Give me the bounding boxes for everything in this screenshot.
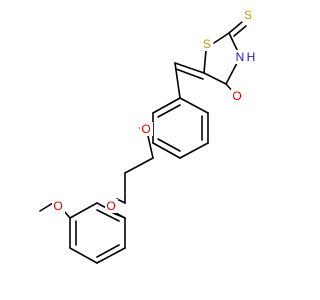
bond-ring-s-c2 bbox=[213, 32, 230, 44]
bond-benz-f bbox=[152, 97, 181, 114]
bond-benz2-f-inner bbox=[96, 209, 120, 222]
atom-amide-nh: N H bbox=[234, 50, 258, 64]
atom-ring-sulfur: S bbox=[200, 37, 213, 51]
bond-benz2-c bbox=[69, 247, 98, 264]
atom-aryl-ether-oxygen: O bbox=[140, 122, 153, 136]
amide-h-label: H bbox=[247, 50, 256, 64]
atom-carbonyl-oxygen: O bbox=[231, 89, 244, 103]
amide-n-label: N bbox=[236, 50, 245, 64]
bond-benz-c bbox=[179, 142, 209, 159]
atom-methoxy-oxygen: O bbox=[52, 199, 65, 213]
bond-ch2-a-ch2-b bbox=[124, 157, 154, 174]
carbonyl-oxygen-label: O bbox=[232, 89, 241, 103]
thione-sulfur-label: S bbox=[244, 8, 252, 22]
bond-benz-d-inner bbox=[157, 138, 181, 152]
bond-o-ch2-a bbox=[147, 135, 154, 159]
bond-c5-ring-s bbox=[203, 49, 207, 74]
bond-c4-c5 bbox=[203, 72, 227, 85]
propyl-ether-oxygen-label: O bbox=[106, 199, 115, 213]
chemical-structure-diagram: S S N H O O O O bbox=[39, 8, 258, 264]
aryl-ether-oxygen-label: O bbox=[141, 122, 150, 136]
bond-c2-s-thione-double bbox=[233, 25, 247, 37]
ring-sulfur-label: S bbox=[203, 37, 211, 51]
bond-benz2-b bbox=[96, 247, 126, 264]
bond-ch2-c-o bbox=[116, 198, 126, 204]
bond-benz2-b-inner bbox=[96, 244, 120, 258]
bond-benz-d bbox=[152, 142, 181, 159]
bond-benz2-e bbox=[69, 202, 98, 219]
bond-methoxy-o-ch3 bbox=[39, 202, 54, 212]
atom-propyl-ether-oxygen: O bbox=[105, 199, 118, 213]
atom-thione-sulfur: S bbox=[242, 8, 255, 22]
bond-c5-methine bbox=[174, 62, 205, 74]
bond-c5-methine-double bbox=[175, 68, 204, 80]
bond-lines bbox=[39, 21, 247, 264]
bond-n-c4 bbox=[225, 62, 238, 85]
bond-benz-a bbox=[179, 97, 209, 114]
bond-benz-f-inner bbox=[157, 104, 181, 118]
atom-labels: S S N H O O O O bbox=[52, 8, 258, 213]
methoxy-oxygen-label: O bbox=[53, 199, 62, 213]
bond-methine-aryl bbox=[174, 62, 181, 99]
bond-c2-s-thione bbox=[228, 21, 243, 34]
